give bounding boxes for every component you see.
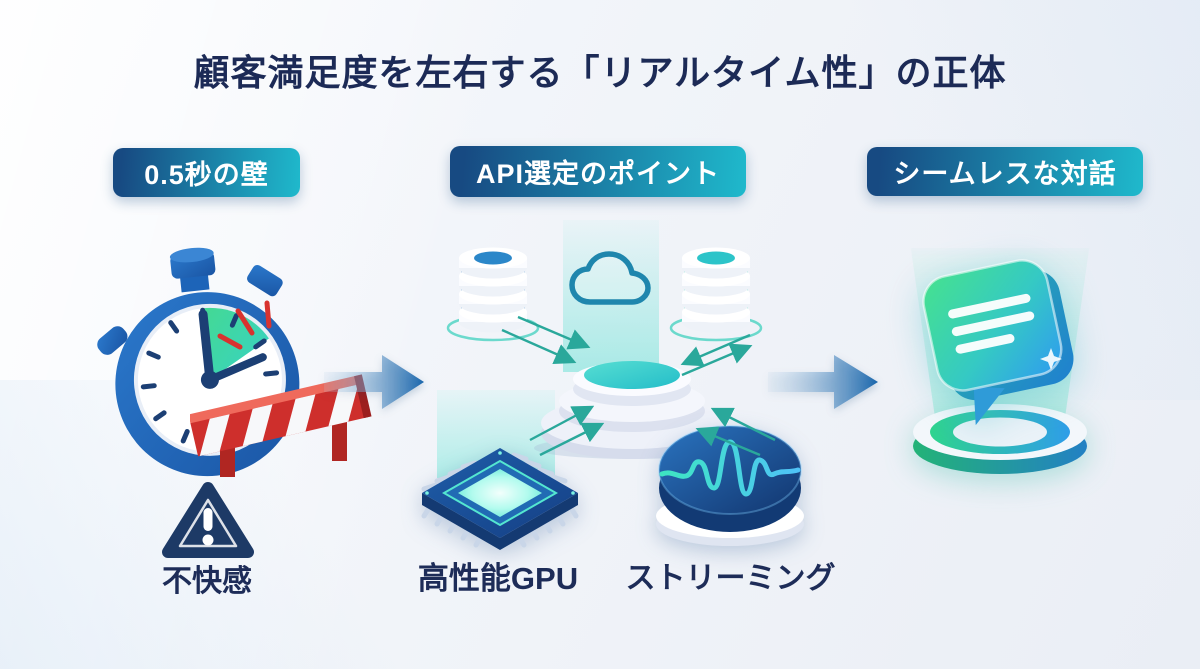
database-icon (446, 247, 540, 342)
badge-api-selection: API選定のポイント (450, 146, 746, 197)
badge-half-second-wall: 0.5秒の壁 (113, 148, 300, 197)
warning-triangle-icon (162, 482, 254, 558)
data-flow-arrows (501, 315, 776, 457)
database-icon (669, 247, 763, 342)
flow-arrow-icon (768, 355, 878, 409)
chat-bubble-icon (922, 259, 1074, 426)
caption-streaming: ストリーミング (625, 562, 836, 595)
flow-arrow-icon (324, 355, 424, 409)
ring-pedestal-icon (913, 404, 1087, 474)
badge-seamless-dialogue: シームレスな対話 (867, 147, 1143, 196)
cloud-icon (569, 251, 651, 305)
gpu-chip-icon (421, 448, 579, 550)
caption-gpu: 高性能GPU (417, 561, 579, 596)
waveform-disc-icon (656, 425, 804, 546)
page-title: 顧客満足度を左右する「リアルタイム性」の正体 (193, 52, 1007, 93)
barrier-icon (190, 300, 372, 477)
caption-discomfort: 不快感 (162, 565, 252, 598)
